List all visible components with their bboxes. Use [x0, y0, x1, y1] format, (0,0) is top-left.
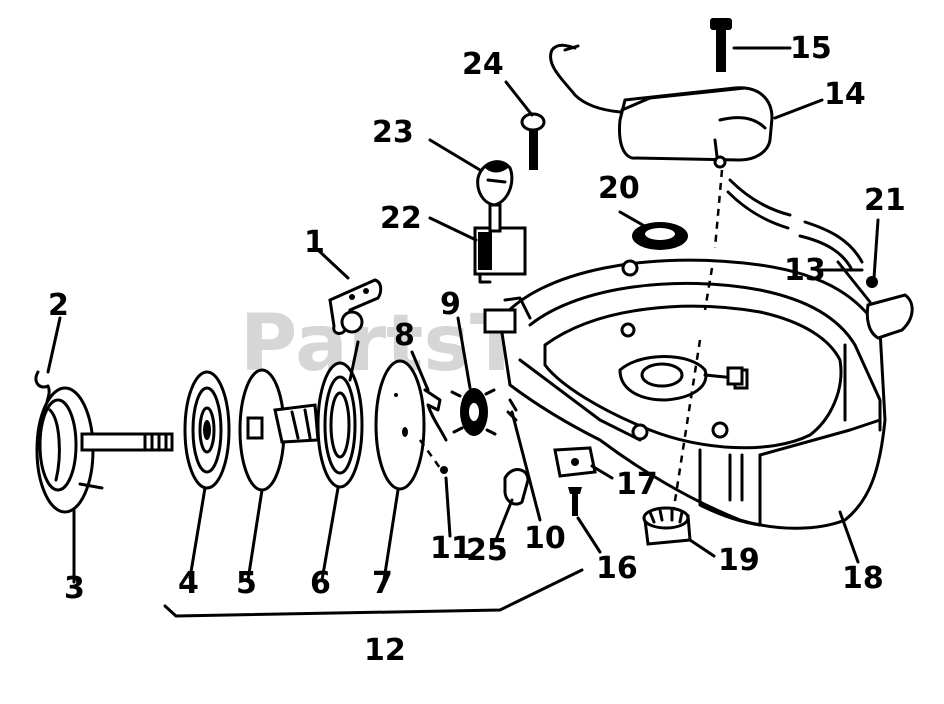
part-16-screw [568, 487, 582, 516]
callout-19: 19 [718, 543, 760, 578]
part-9-gear [450, 388, 497, 436]
part-14-starter-housing [618, 86, 774, 169]
callout-7: 7 [372, 566, 393, 601]
callout-24: 24 [462, 47, 504, 82]
callout-4: 4 [178, 566, 199, 601]
part-4-spring [183, 370, 231, 490]
callout-21: 21 [864, 183, 906, 218]
callout-1: 1 [304, 225, 325, 260]
part-13-hose [726, 178, 864, 272]
callout-16: 16 [596, 551, 638, 586]
wire-clip-tip [563, 44, 580, 52]
center-line [670, 169, 724, 521]
callout-12: 12 [364, 633, 406, 668]
callout-2: 2 [48, 288, 69, 323]
leader-lines [46, 46, 880, 618]
callout-14: 14 [824, 77, 866, 112]
callout-10: 10 [524, 521, 566, 556]
part-1-bracket [328, 278, 383, 335]
part-18-housing [483, 258, 887, 530]
callout-11: 11 [430, 531, 472, 566]
part-20-washer [632, 222, 688, 250]
part-23-knob [476, 160, 514, 207]
callout-3: 3 [64, 571, 85, 606]
callout-22: 22 [380, 201, 422, 236]
part-24-screw [520, 112, 546, 170]
part-3-pulley [35, 386, 174, 514]
callout-18: 18 [842, 561, 884, 596]
callout-5: 5 [236, 566, 257, 601]
part-6-spring [316, 340, 364, 489]
part-15-screw [710, 18, 732, 72]
callout-23: 23 [372, 115, 414, 150]
part-11-screw [418, 439, 448, 474]
wire-clip [549, 43, 622, 114]
callout-6: 6 [310, 566, 331, 601]
callout-20: 20 [598, 171, 640, 206]
callout-17: 17 [616, 467, 658, 502]
callout-25: 25 [466, 533, 508, 568]
part-8-clip [423, 388, 448, 442]
callout-labels: 1 2 3 4 5 6 7 8 9 10 11 12 13 14 15 16 1… [48, 31, 906, 668]
callout-15: 15 [790, 31, 832, 66]
part-19-bushing [642, 506, 692, 546]
part-25-clip [503, 468, 530, 506]
callout-9: 9 [440, 287, 461, 322]
part-7-plate [374, 359, 426, 491]
part-22-mount [473, 203, 527, 284]
callout-13: 13 [784, 253, 826, 288]
callout-8: 8 [394, 318, 415, 353]
part-17-plate [553, 446, 597, 478]
